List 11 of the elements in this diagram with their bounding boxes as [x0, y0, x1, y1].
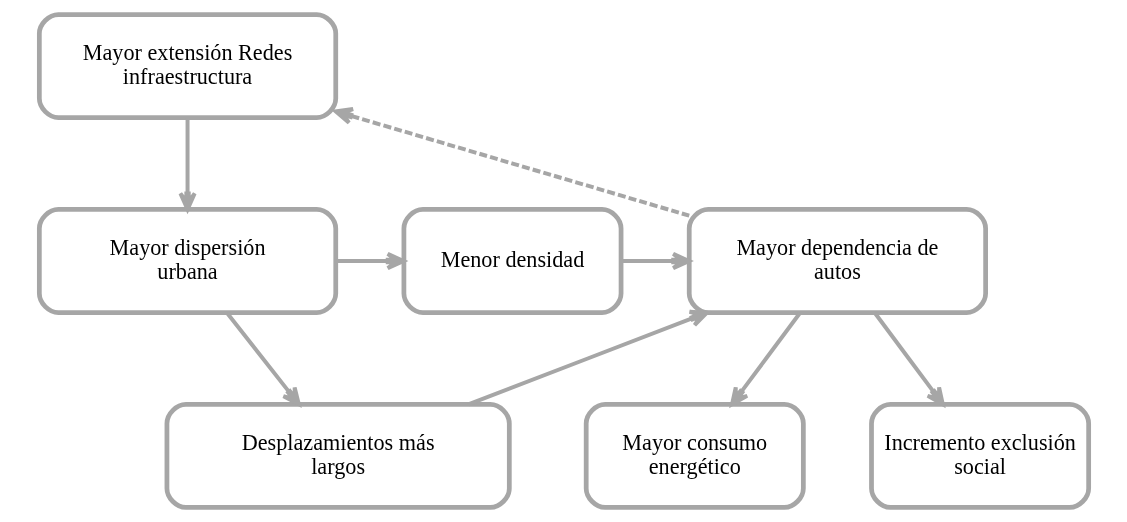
node-box: Mayor consumo energético: [583, 402, 806, 510]
arrow: [177, 118, 197, 212]
node-box: Incremento exclusión social: [868, 402, 1091, 510]
node-box: Mayor extensión Redes infraestructura: [36, 12, 338, 120]
arrow: [621, 251, 691, 271]
arrow: [333, 107, 690, 218]
arrow: [335, 251, 406, 271]
node-box: Mayor dependencia de autos: [686, 207, 988, 315]
node-box: Menor densidad: [401, 207, 623, 315]
node-box: Desplazamientos más largos: [164, 402, 512, 510]
node-box: Mayor dispersión urbana: [36, 207, 338, 315]
